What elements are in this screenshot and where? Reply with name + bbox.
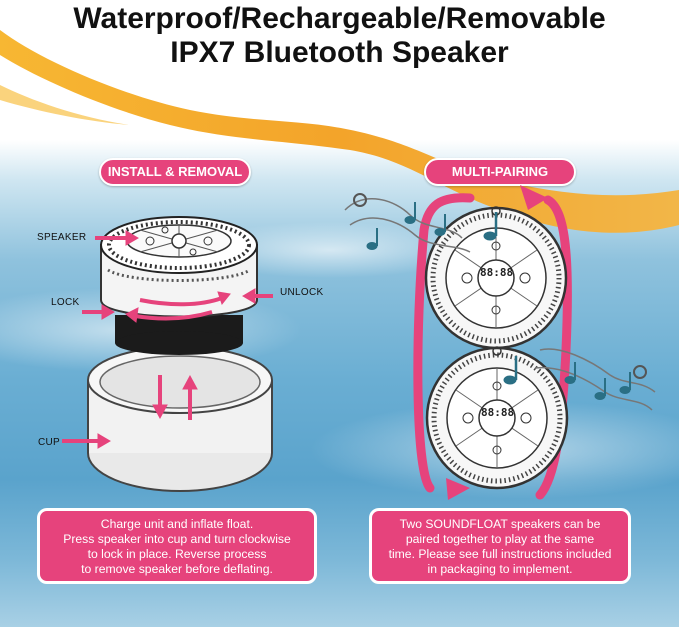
unlock-label: UNLOCK: [280, 287, 324, 298]
install-caption-line-1: Charge unit and inflate float.: [100, 517, 254, 531]
top-speaker-display: 88:88: [480, 266, 514, 279]
pairing-caption: Two SOUNDFLOAT speakers can be paired to…: [369, 508, 631, 584]
lock-label: LOCK: [51, 297, 80, 308]
cup-label: CUP: [38, 437, 61, 448]
install-caption-line-4: to remove speaker before deflating.: [81, 562, 273, 576]
top-speaker-illustration: [424, 206, 568, 350]
multi-pairing-heading: MULTI-PAIRING: [424, 158, 576, 186]
pairing-loop-arrow: [413, 185, 572, 500]
pink-arrows: [62, 230, 273, 449]
music-notes: [344, 193, 656, 411]
install-caption-line-2: Press speaker into cup and turn clockwis…: [63, 532, 291, 546]
pairing-caption-line-3: time. Please see full instructions inclu…: [388, 547, 612, 561]
title-line-2: IPX7 Bluetooth Speaker: [170, 36, 509, 69]
bottom-speaker-illustration: [425, 346, 569, 490]
cup-illustration: [87, 346, 273, 492]
pairing-caption-line-1: Two SOUNDFLOAT speakers can be: [399, 517, 601, 531]
install-removal-heading: INSTALL & REMOVAL: [99, 158, 251, 186]
pairing-caption-line-2: paired together to play at the same: [405, 532, 595, 546]
speaker-illustration: [100, 216, 258, 355]
bottom-speaker-display: 88:88: [481, 406, 515, 419]
install-caption: Charge unit and inflate float. Press spe…: [37, 508, 317, 584]
title-line-1: Waterproof/Rechargeable/Removable: [73, 2, 606, 35]
speaker-label: SPEAKER: [37, 232, 87, 243]
pairing-caption-line-4: in packaging to implement.: [427, 562, 573, 576]
install-caption-line-3: to lock in place. Reverse process: [87, 547, 267, 561]
